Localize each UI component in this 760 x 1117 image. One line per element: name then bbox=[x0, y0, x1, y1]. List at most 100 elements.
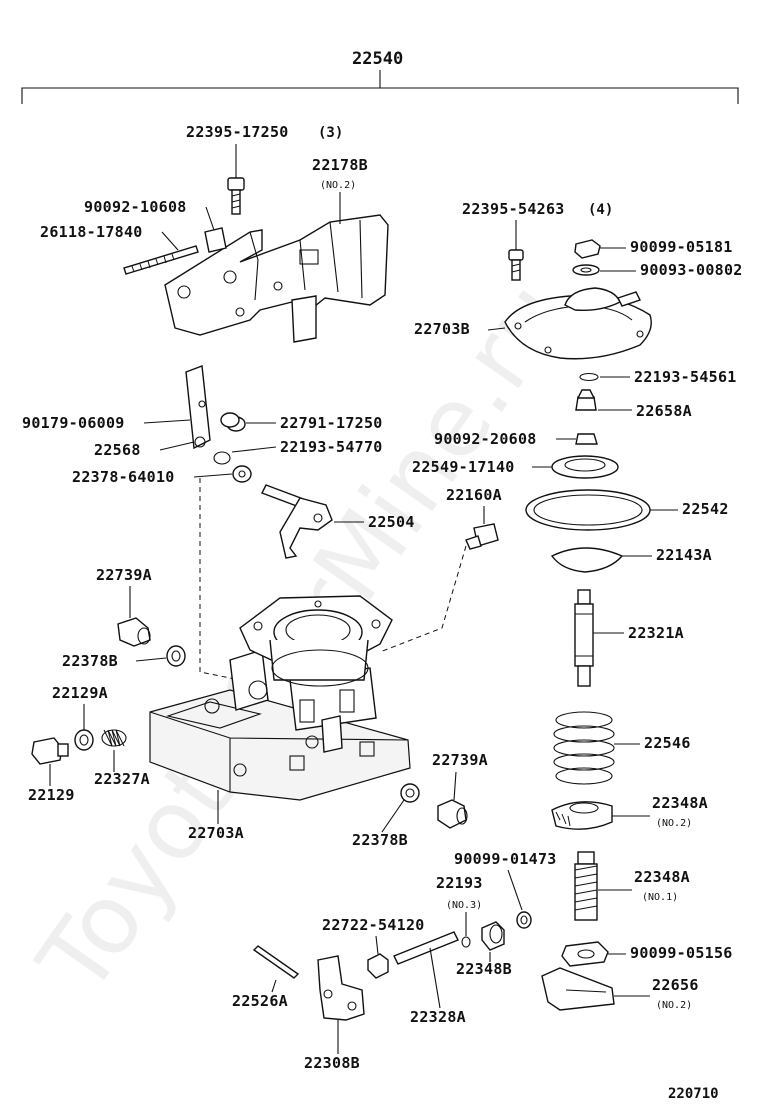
plug-22739a-right bbox=[437, 799, 468, 829]
oring-22193-54561 bbox=[579, 372, 599, 382]
label-22395-17250: 22395-17250 (3) bbox=[186, 123, 343, 178]
bracket-22178b bbox=[164, 214, 389, 343]
svg-text:22348B: 22348B bbox=[456, 960, 512, 978]
dashed-line-left bbox=[199, 478, 241, 681]
label-22546: 22546 bbox=[614, 734, 690, 752]
svg-text:22526A: 22526A bbox=[232, 992, 288, 1010]
nut-90092-10608 bbox=[204, 227, 227, 253]
svg-text:90093-00802: 90093-00802 bbox=[640, 261, 743, 279]
label-22739a-right: 22739A bbox=[432, 751, 488, 801]
label-22348a-no1: 22348A (NO.1) bbox=[598, 868, 690, 903]
svg-text:22129A: 22129A bbox=[52, 684, 108, 702]
svg-text:(NO.2): (NO.2) bbox=[320, 180, 356, 191]
svg-text:(NO.2): (NO.2) bbox=[656, 818, 692, 829]
assembly-number: 22540 bbox=[352, 49, 403, 69]
label-22722-54120: 22722-54120 bbox=[322, 916, 424, 955]
retainer-22143a bbox=[550, 547, 624, 573]
svg-text:22321A: 22321A bbox=[628, 624, 684, 642]
label-90099-01473: 90099-01473 bbox=[454, 850, 556, 911]
svg-text:22193-54770: 22193-54770 bbox=[280, 438, 383, 456]
label-22160a: 22160A bbox=[446, 486, 502, 524]
svg-text:22378B: 22378B bbox=[352, 831, 408, 849]
cover-22703b bbox=[504, 287, 652, 360]
svg-text:22178B: 22178B bbox=[312, 156, 368, 174]
label-22378b-right: 22378B bbox=[352, 799, 408, 849]
svg-text:22656: 22656 bbox=[652, 976, 699, 994]
label-22703a: 22703A bbox=[188, 790, 244, 842]
bushing-22348b bbox=[481, 921, 505, 951]
label-26118-17840: 26118-17840 bbox=[40, 223, 179, 251]
label-22549-17140: 22549-17140 bbox=[412, 458, 552, 476]
washer-22378b-left bbox=[166, 645, 186, 667]
label-22178b: 22178B (NO.2) bbox=[312, 156, 368, 224]
shaft-22504 bbox=[261, 484, 333, 559]
svg-text:22658A: 22658A bbox=[636, 402, 692, 420]
label-22193-no3: 22193 (NO.3) bbox=[436, 874, 483, 936]
svg-text:22703A: 22703A bbox=[188, 824, 244, 842]
label-22327a: 22327A bbox=[94, 750, 150, 788]
lever-22568 bbox=[185, 365, 211, 450]
svg-text:22193-54561: 22193-54561 bbox=[634, 368, 737, 386]
pin-22526a bbox=[252, 945, 300, 979]
stud-26118-17840 bbox=[123, 245, 199, 275]
label-22568: 22568 bbox=[94, 441, 195, 459]
label-90179-06009: 90179-06009 bbox=[22, 414, 191, 432]
fitting-22160a bbox=[465, 523, 499, 550]
label-22526a: 22526A bbox=[232, 979, 288, 1010]
svg-text:(NO.1): (NO.1) bbox=[642, 892, 678, 903]
worm-22348a-no1 bbox=[574, 851, 598, 921]
svg-text:22395-17250: 22395-17250 bbox=[186, 123, 289, 141]
svg-text:90179-06009: 90179-06009 bbox=[22, 414, 125, 432]
svg-text:22348A: 22348A bbox=[634, 868, 690, 886]
svg-text:22308B: 22308B bbox=[304, 1054, 360, 1072]
label-22129a: 22129A bbox=[52, 684, 108, 730]
svg-text:22378B: 22378B bbox=[62, 652, 118, 670]
svg-text:90092-10608: 90092-10608 bbox=[84, 198, 187, 216]
label-22658a: 22658A bbox=[598, 402, 692, 420]
svg-text:22143A: 22143A bbox=[656, 546, 712, 564]
screw-22395-17250 bbox=[227, 177, 245, 215]
svg-text:22568: 22568 bbox=[94, 441, 141, 459]
body-22703a bbox=[149, 595, 411, 801]
washer-22378-64010 bbox=[232, 465, 252, 483]
label-22129: 22129 bbox=[28, 764, 74, 804]
label-90099-05156: 90099-05156 bbox=[608, 944, 733, 962]
lever-22308b bbox=[317, 955, 365, 1021]
fitting-22658a bbox=[575, 389, 597, 411]
label-90092-20608: 90092-20608 bbox=[434, 430, 576, 448]
label-22143a: 22143A bbox=[622, 546, 712, 564]
label-22193-54770: 22193-54770 bbox=[231, 438, 383, 456]
svg-text:26118-17840: 26118-17840 bbox=[40, 223, 143, 241]
svg-text:22542: 22542 bbox=[682, 500, 729, 518]
svg-text:22193: 22193 bbox=[436, 874, 483, 892]
svg-text:22549-17140: 22549-17140 bbox=[412, 458, 515, 476]
label-22504: 22504 bbox=[334, 513, 414, 531]
nut-90092-20608 bbox=[575, 433, 598, 445]
label-22378b-left: 22378B bbox=[62, 652, 167, 670]
washer-22129a bbox=[74, 729, 94, 751]
spring-22327a bbox=[101, 729, 127, 747]
label-90093-00802: 90093-00802 bbox=[600, 261, 743, 279]
svg-text:90099-05181: 90099-05181 bbox=[630, 238, 733, 256]
oring-22193-54770 bbox=[213, 451, 231, 465]
spring-22546 bbox=[553, 711, 615, 785]
nut-90099-05156 bbox=[561, 941, 609, 967]
washer-90099-01473 bbox=[516, 911, 532, 929]
label-22739a-left: 22739A bbox=[96, 566, 152, 618]
label-22791-17250: 22791-17250 bbox=[246, 414, 382, 432]
figure-code: 220710 bbox=[668, 1086, 719, 1102]
svg-text:22160A: 22160A bbox=[446, 486, 502, 504]
svg-text:22703B: 22703B bbox=[414, 320, 470, 338]
shaft-22328a bbox=[393, 931, 459, 965]
rod-22321a bbox=[574, 589, 594, 687]
svg-text:(NO.2): (NO.2) bbox=[656, 1000, 692, 1011]
label-22348a-no2: 22348A (NO.2) bbox=[612, 794, 708, 829]
bushing-22722-54120 bbox=[367, 953, 389, 979]
svg-text:90099-05156: 90099-05156 bbox=[630, 944, 733, 962]
svg-text:22348A: 22348A bbox=[652, 794, 708, 812]
plug-22129 bbox=[31, 737, 69, 765]
screw-22395-54263 bbox=[508, 249, 524, 281]
label-22321a: 22321A bbox=[593, 624, 684, 642]
label-22348b: 22348B bbox=[456, 952, 512, 978]
